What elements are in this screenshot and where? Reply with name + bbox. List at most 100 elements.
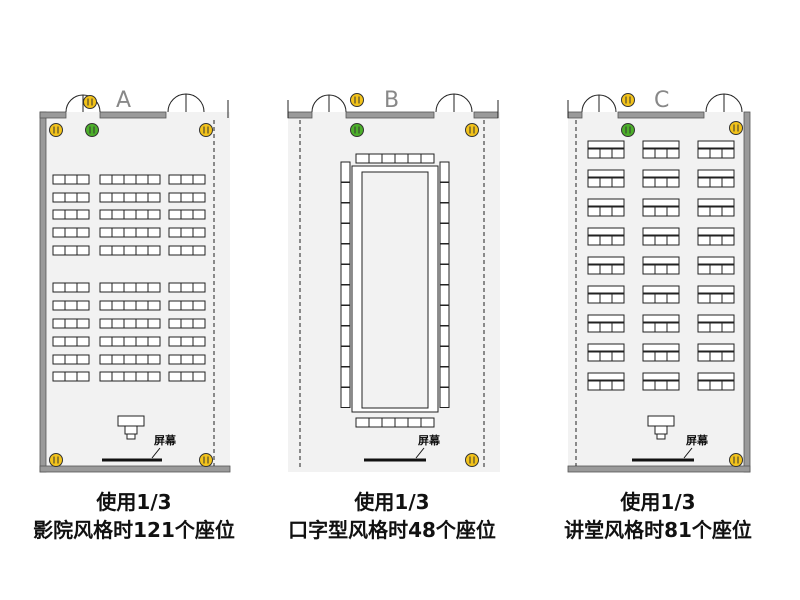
- seat: [147, 227, 161, 238]
- seat-row: [642, 380, 680, 391]
- seat: [192, 209, 206, 220]
- seat: [709, 235, 723, 246]
- seat: [168, 174, 182, 185]
- seat: [135, 336, 149, 347]
- seat-row: [697, 206, 735, 217]
- wall-top: [567, 111, 583, 119]
- seat: [180, 245, 194, 256]
- seat: [192, 371, 206, 382]
- seat: [52, 371, 66, 382]
- seat: [340, 182, 351, 203]
- seat: [180, 318, 194, 329]
- desk-group: [642, 256, 680, 275]
- seat: [111, 371, 125, 382]
- seat: [192, 245, 206, 256]
- seat: [180, 336, 194, 347]
- seat: [721, 264, 735, 275]
- seat: [340, 387, 351, 408]
- outlet-icon: [350, 93, 364, 107]
- seat: [64, 227, 78, 238]
- seat: [180, 227, 194, 238]
- desk-group: [642, 343, 680, 362]
- seat: [147, 318, 161, 329]
- screen-label: 屏幕: [686, 433, 709, 447]
- seat: [99, 336, 113, 347]
- outlet-icon: [199, 453, 213, 467]
- desk-group: [697, 285, 735, 304]
- seat: [611, 322, 625, 333]
- seat-row: [168, 174, 206, 185]
- speaker-icon: [621, 123, 635, 137]
- desk-group: [587, 227, 625, 246]
- seat: [76, 227, 90, 238]
- seat: [611, 380, 625, 391]
- desk-group: [697, 343, 735, 362]
- seat: [168, 282, 182, 293]
- seat: [52, 209, 66, 220]
- seat: [439, 305, 450, 326]
- outlet-icon: [49, 453, 63, 467]
- seat: [168, 300, 182, 311]
- seat: [99, 318, 113, 329]
- seat-row: [99, 336, 161, 347]
- desk: [587, 140, 625, 149]
- seat: [135, 318, 149, 329]
- seat: [381, 153, 396, 164]
- seat: [147, 371, 161, 382]
- seat: [99, 354, 113, 365]
- seat: [587, 148, 601, 159]
- seat: [611, 351, 625, 362]
- seat-row: [642, 351, 680, 362]
- seat-row: [697, 177, 735, 188]
- seat: [599, 293, 613, 304]
- seat: [192, 318, 206, 329]
- caption-a-description: 影院风格时121个座位: [33, 518, 235, 542]
- desk-group: [697, 140, 735, 159]
- seat-row: [99, 209, 161, 220]
- outlet-icon: [49, 123, 63, 137]
- desk: [697, 285, 735, 294]
- desk: [587, 285, 625, 294]
- seat: [599, 380, 613, 391]
- caption-c-description: 讲堂风格时81个座位: [564, 518, 752, 542]
- desk-group: [642, 198, 680, 217]
- seat: [168, 227, 182, 238]
- desk: [697, 343, 735, 352]
- seat: [123, 336, 137, 347]
- seat: [123, 209, 137, 220]
- seat: [168, 192, 182, 203]
- seat-row: [697, 264, 735, 275]
- seat: [368, 153, 383, 164]
- seat: [709, 177, 723, 188]
- wall-top: [617, 111, 705, 119]
- seat-row: [168, 192, 206, 203]
- seat: [52, 282, 66, 293]
- seat: [76, 282, 90, 293]
- seat-row: [52, 318, 90, 329]
- room-b-hollow-square-layout: B屏幕: [287, 88, 500, 472]
- seat: [697, 235, 711, 246]
- desk: [587, 343, 625, 352]
- seat: [168, 354, 182, 365]
- seat-row: [642, 322, 680, 333]
- desk: [697, 169, 735, 178]
- seat: [666, 148, 680, 159]
- screen-icon: 屏幕: [102, 433, 177, 462]
- seat: [599, 148, 613, 159]
- seat-row: [52, 371, 90, 382]
- seat: [709, 322, 723, 333]
- wall-bottom: [39, 465, 231, 473]
- seat: [99, 209, 113, 220]
- screen-icon: 屏幕: [632, 433, 709, 462]
- seat: [587, 235, 601, 246]
- desk-group: [642, 285, 680, 304]
- seat: [111, 336, 125, 347]
- seat: [697, 322, 711, 333]
- desk: [642, 314, 680, 323]
- seat: [340, 305, 351, 326]
- seat: [666, 351, 680, 362]
- room-c-classroom-layout: C屏幕: [567, 88, 751, 473]
- seat: [666, 293, 680, 304]
- seat: [420, 417, 435, 428]
- seat: [340, 264, 351, 285]
